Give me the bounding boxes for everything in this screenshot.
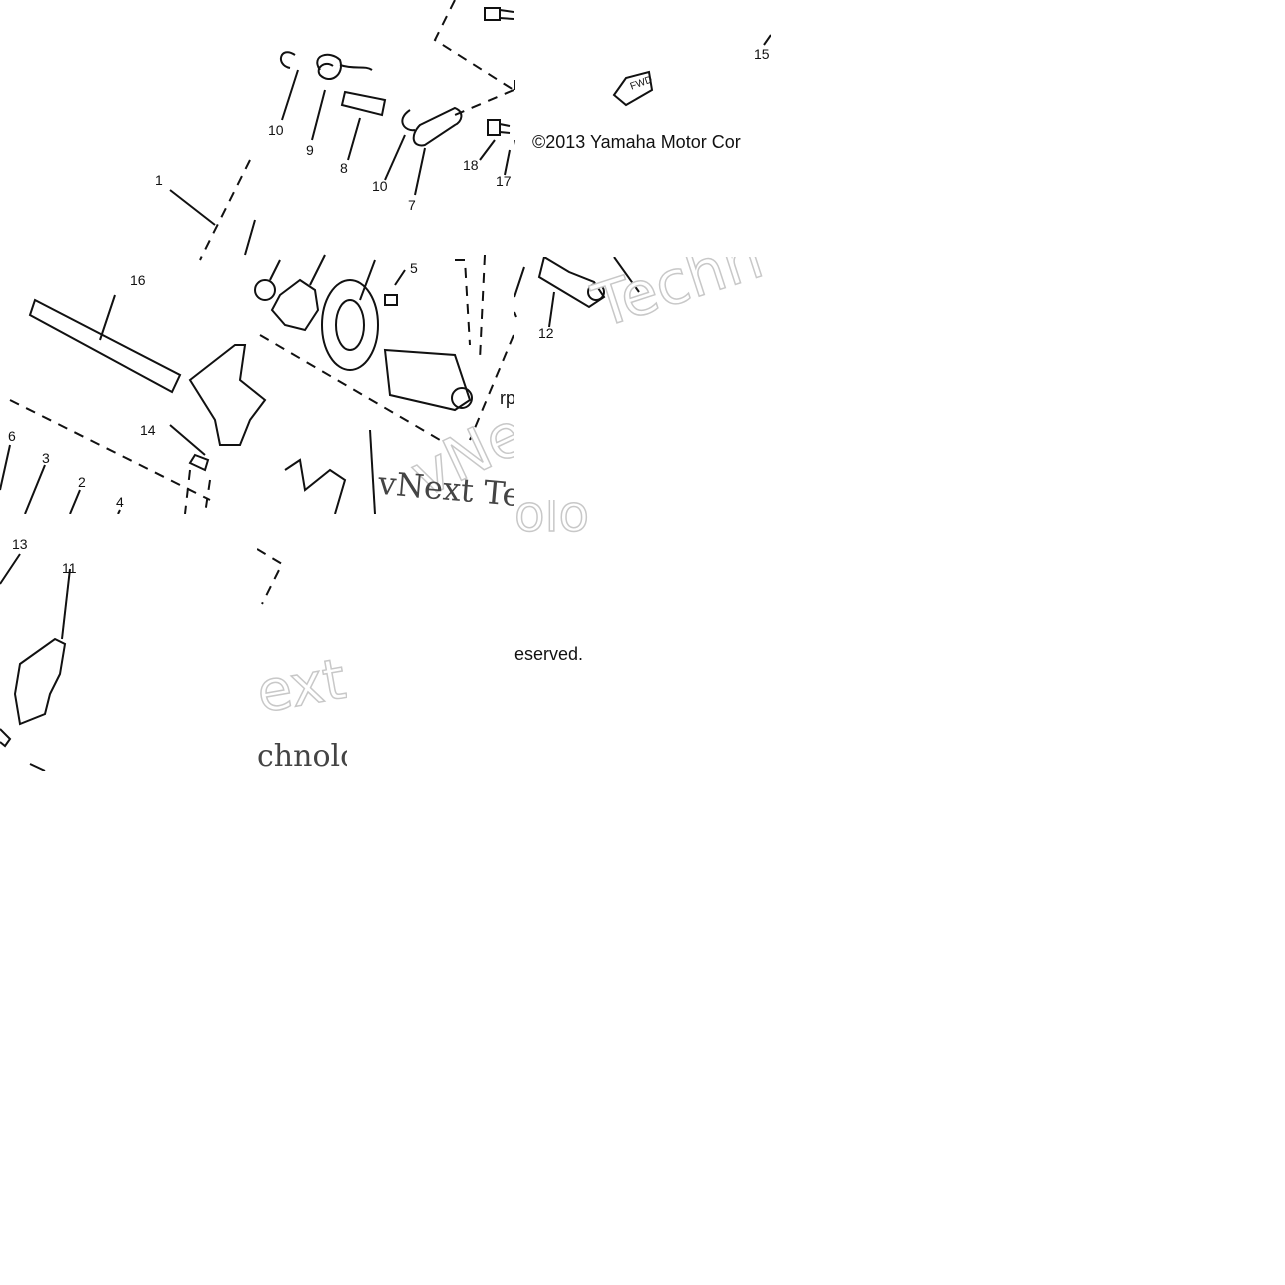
callout-2: 2 [78, 474, 86, 490]
star-plate-icon [270, 278, 320, 332]
callout-4: 4 [116, 494, 124, 510]
callout-18: 18 [463, 157, 479, 173]
shift-lever-icon [537, 257, 606, 309]
circlip-icon [280, 51, 296, 69]
shift-lever-part [514, 257, 640, 328]
shift-cam-diagram-part-a [0, 0, 514, 514]
dashed-outline [257, 548, 284, 605]
diagram-tile-top-left: 1 10 9 8 10 7 18 17 16 5 14 6 3 2 4 14 r… [0, 0, 514, 514]
bearing-icon [321, 279, 379, 371]
spring-icon [316, 53, 342, 80]
pin-shaft-icon [340, 90, 387, 117]
washer-icon [254, 279, 276, 301]
callout-17: 17 [496, 173, 512, 189]
callout-8: 8 [340, 160, 348, 176]
bolt-top-icon [484, 7, 514, 21]
diagram-tile-top-right: FWD 15 ©2013 Yamaha Motor Cor [514, 0, 771, 257]
callout-15: 15 [754, 46, 770, 62]
diagram-tile-fragment: olo [514, 500, 609, 545]
callout-10b: 10 [372, 178, 388, 194]
callout-10: 10 [268, 122, 284, 138]
callout-1: 1 [155, 172, 163, 188]
shift-fork-icon [284, 458, 347, 514]
shift-fork-icon [13, 637, 67, 726]
diagram-tile-bottom-left: 13 11 [0, 514, 257, 771]
callout-5: 5 [410, 260, 418, 276]
shift-fork-part [0, 553, 71, 771]
shift-cam-drum-icon [383, 348, 472, 412]
watermark-olo: olo [514, 500, 590, 544]
callout-14: 14 [140, 422, 156, 438]
shift-shaft-icon [28, 298, 182, 394]
circlip-icon [401, 109, 416, 132]
diagram-tile-middle-right: 12 Techn [514, 257, 771, 514]
callout-7: 7 [408, 197, 416, 213]
fwd-arrow-icon [612, 70, 654, 107]
nut-icon [384, 294, 398, 306]
copyright-line-2: rporation. U.S.A. All rights re [500, 388, 514, 408]
diagram-tile-bottom-middle: ext chnolo [257, 514, 347, 771]
diagram-tile-center: eserved. [514, 514, 771, 771]
callout-6: 6 [8, 428, 16, 444]
callout-12: 12 [538, 325, 554, 341]
callout-14b: 14 [288, 512, 304, 514]
callout-16: 16 [130, 272, 146, 288]
fwd-arrow-area [514, 34, 771, 146]
callout-3: 3 [42, 450, 50, 466]
screw-icon [487, 119, 511, 136]
callout-9: 9 [306, 142, 314, 158]
copyright-line-3: eserved. [514, 644, 584, 664]
callout-13: 13 [12, 536, 28, 552]
copyright-line-1: ©2013 Yamaha Motor Cor [532, 132, 741, 152]
lever-icon [412, 106, 463, 147]
shift-fork-icon [188, 344, 267, 446]
callout-11: 11 [62, 560, 77, 576]
